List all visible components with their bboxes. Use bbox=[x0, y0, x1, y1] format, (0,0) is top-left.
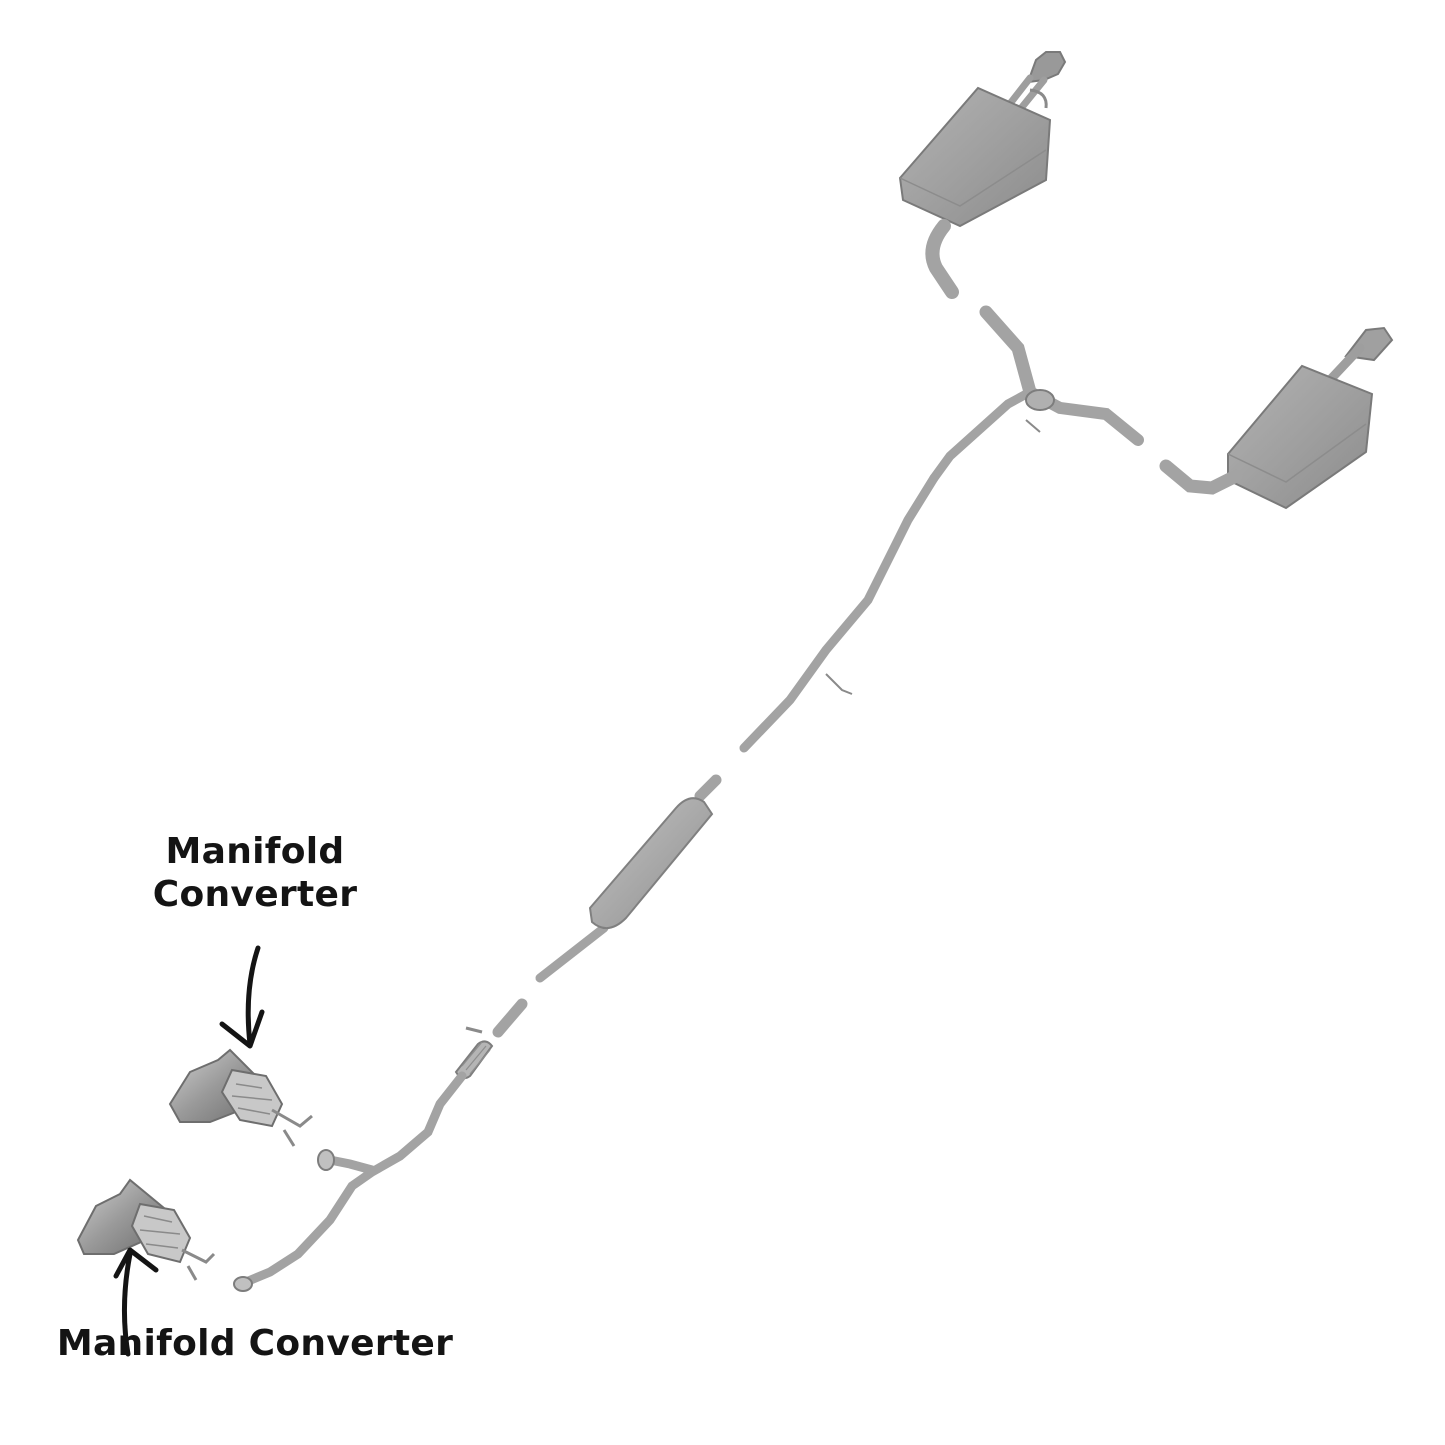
upper-rear-muffler bbox=[898, 51, 1067, 299]
intermediate-pipe bbox=[739, 473, 939, 753]
front-pipe bbox=[233, 998, 528, 1292]
upper-label-line-1: Manifold bbox=[165, 831, 345, 872]
lower-callout-arrow bbox=[113, 1247, 159, 1357]
resonator-pipe bbox=[535, 774, 722, 983]
y-pipe-section bbox=[929, 305, 1144, 483]
lower-converter-label: Manifold Converter bbox=[56, 1323, 454, 1364]
upper-manifold-converter bbox=[168, 1048, 313, 1147]
lower-rear-muffler bbox=[1159, 326, 1394, 510]
upper-label-line-2: Converter bbox=[152, 874, 358, 916]
lower-manifold-converter bbox=[76, 1178, 216, 1281]
upper-callout-arrow bbox=[219, 945, 265, 1049]
upper-converter-label: Manifold Converter bbox=[120, 830, 390, 916]
